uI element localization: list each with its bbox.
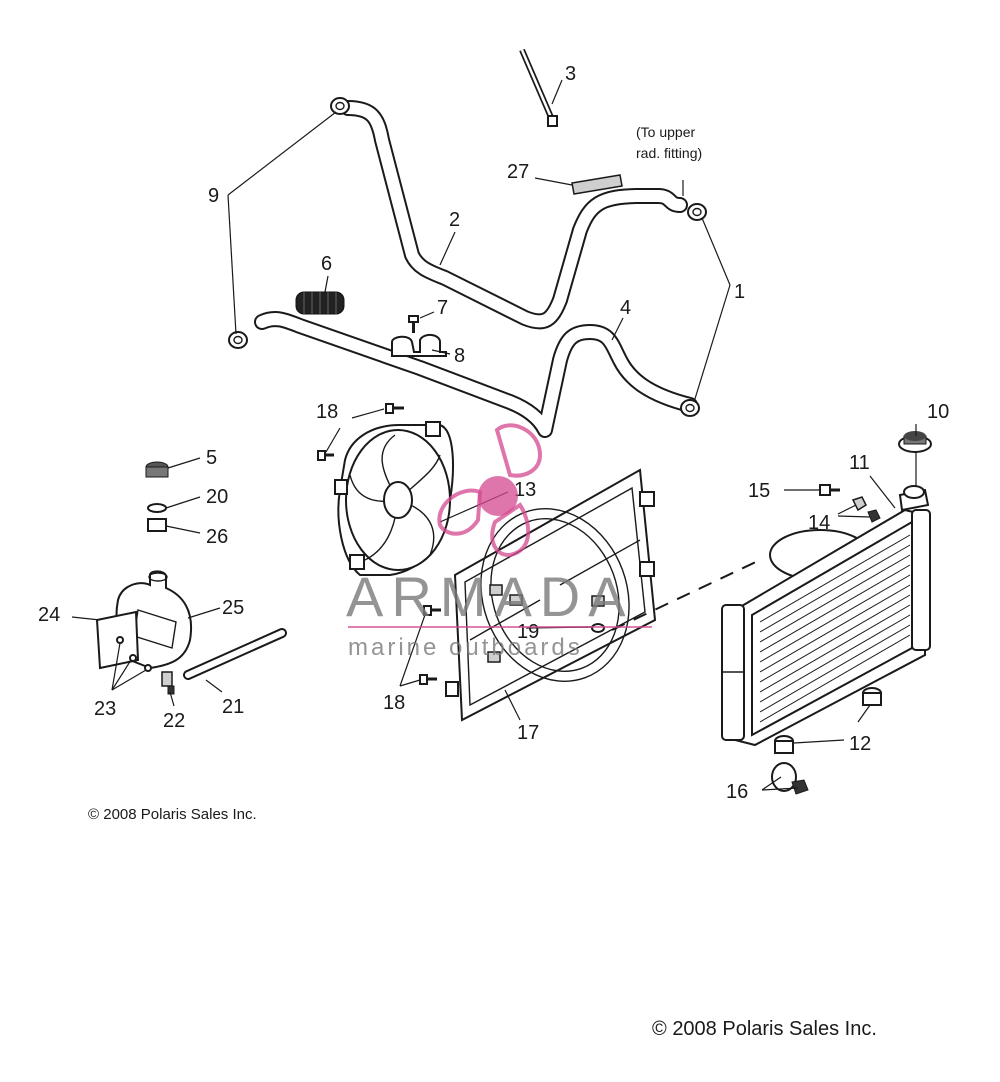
callout-5: 5 <box>206 447 217 469</box>
copyright-text-top: 2008 Polaris Sales Inc. <box>103 806 257 823</box>
part-3-rod <box>519 48 558 127</box>
propeller-logo-icon <box>437 423 543 557</box>
part-13-fan <box>334 421 454 576</box>
part-10-cap <box>898 431 932 453</box>
callout-27: 27 <box>507 161 529 183</box>
copyright-icon: © <box>652 1018 667 1040</box>
part-9-clamps <box>228 97 350 349</box>
callout-8: 8 <box>454 345 465 367</box>
callout-3: 3 <box>565 63 576 85</box>
part-20-seal <box>147 503 167 513</box>
part-23-screws <box>116 636 152 672</box>
part-15-screw <box>819 484 840 496</box>
watermark-brand: ARMADA <box>346 565 634 628</box>
part-4-lower-hose <box>254 311 698 438</box>
callout-23: 23 <box>94 698 116 720</box>
callout-13: 13 <box>514 479 536 501</box>
callout-7: 7 <box>437 297 448 319</box>
callout-20: 20 <box>206 486 228 508</box>
callout-24: 24 <box>38 604 60 626</box>
part-7-bolt <box>408 315 419 333</box>
part-16-drain <box>771 762 809 795</box>
copyright-icon: © <box>88 806 100 823</box>
callout-16: 16 <box>726 781 748 803</box>
part-26-clamp <box>147 518 167 532</box>
callout-18-top: 18 <box>316 401 338 423</box>
part-8-bracket <box>391 334 447 357</box>
callout-15: 15 <box>748 480 770 502</box>
callout-2: 2 <box>449 209 460 231</box>
callout-22: 22 <box>163 710 185 732</box>
watermark: ARMADA marine outboards <box>346 423 652 661</box>
part-5-reservoir-cap <box>145 461 169 478</box>
callout-9: 9 <box>208 185 219 207</box>
note-line-2: rad. fitting) <box>636 145 702 161</box>
callout-25: 25 <box>222 597 244 619</box>
copyright-bottom: © 2008 Polaris Sales Inc. <box>652 1018 877 1041</box>
callout-26: 26 <box>206 526 228 548</box>
part-1-clamps <box>680 203 707 417</box>
part-27-pad <box>571 174 623 195</box>
callout-17: 17 <box>517 722 539 744</box>
callout-18-bottom: 18 <box>383 692 405 714</box>
part-2-upper-hose <box>340 100 688 330</box>
callout-6: 6 <box>321 253 332 275</box>
note-line-1: (To upper <box>636 124 695 140</box>
part-21-overflow-hose <box>183 628 287 680</box>
callout-10: 10 <box>927 401 949 423</box>
part-6-sleeve <box>295 291 345 315</box>
callout-1: 1 <box>734 281 745 303</box>
leader-lines <box>71 79 917 791</box>
callout-4: 4 <box>620 297 631 319</box>
callout-14: 14 <box>808 512 830 534</box>
watermark-tagline: marine outboards <box>348 634 583 661</box>
callout-12: 12 <box>849 733 871 755</box>
callout-21: 21 <box>222 696 244 718</box>
alignment-line <box>611 559 761 631</box>
part-11-radiator <box>721 485 931 747</box>
copyright-top: © 2008 Polaris Sales Inc. <box>88 806 257 823</box>
part-12-grommets <box>774 687 882 754</box>
part-18-bolts <box>317 403 441 685</box>
part-22-fitting <box>161 671 175 695</box>
copyright-text-bottom: 2008 Polaris Sales Inc. <box>672 1018 877 1040</box>
part-14-nut <box>851 496 881 523</box>
callout-11: 11 <box>849 452 870 474</box>
